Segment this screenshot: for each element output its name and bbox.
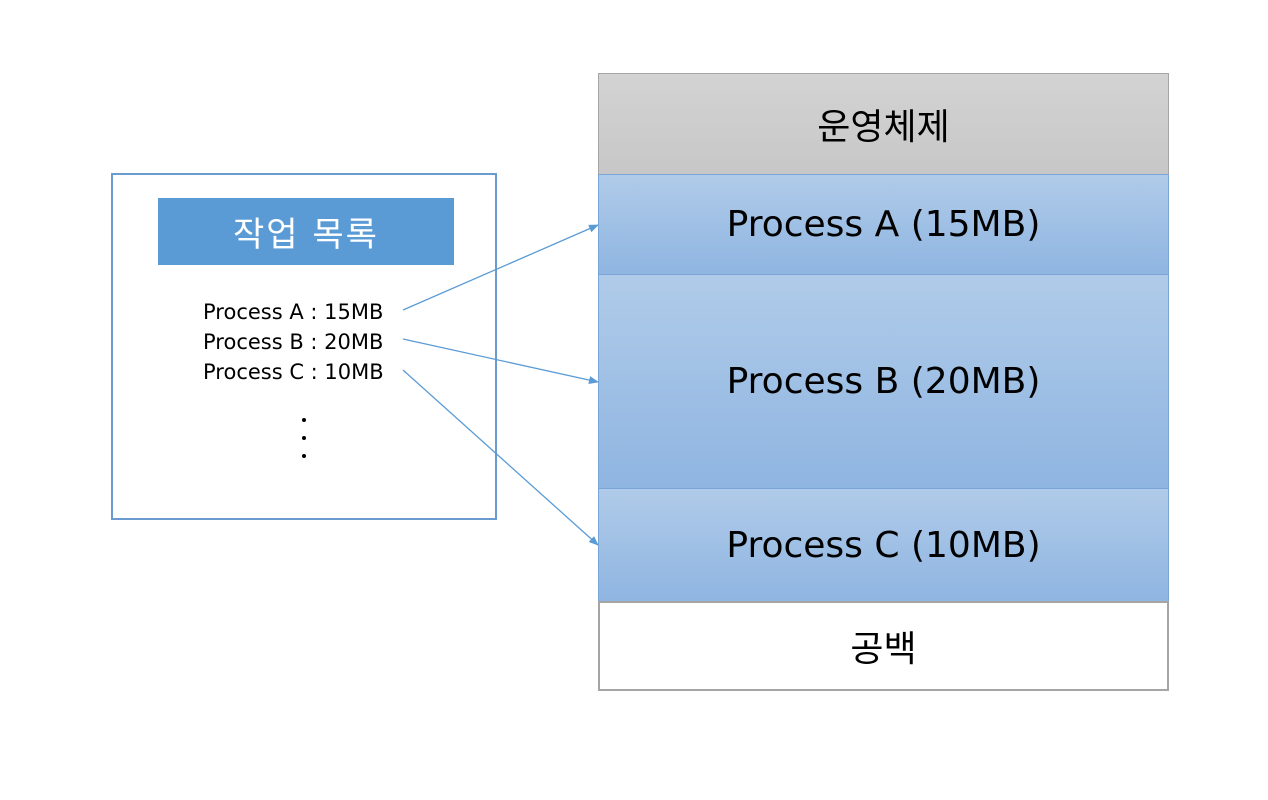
process-a-block: Process A (15MB) bbox=[598, 174, 1169, 275]
job-item-process-c: Process C : 10MB bbox=[203, 360, 384, 384]
job-list-panel: 작업 목록 Process A : 15MB Process B : 20MB … bbox=[111, 173, 497, 520]
os-block: 운영체제 bbox=[598, 73, 1169, 175]
memory-layout: 운영체제 Process A (15MB) Process B (20MB) P… bbox=[598, 73, 1169, 691]
job-list-title: 작업 목록 bbox=[158, 198, 454, 265]
job-list-items: Process A : 15MB Process B : 20MB Proces… bbox=[203, 297, 403, 387]
free-space-block: 공백 bbox=[598, 601, 1169, 691]
process-b-block: Process B (20MB) bbox=[598, 274, 1169, 489]
job-item-process-b: Process B : 20MB bbox=[203, 330, 384, 354]
job-item-process-a: Process A : 15MB bbox=[203, 300, 384, 324]
process-c-block: Process C (10MB) bbox=[598, 488, 1169, 602]
vertical-ellipsis-icon bbox=[299, 411, 309, 465]
